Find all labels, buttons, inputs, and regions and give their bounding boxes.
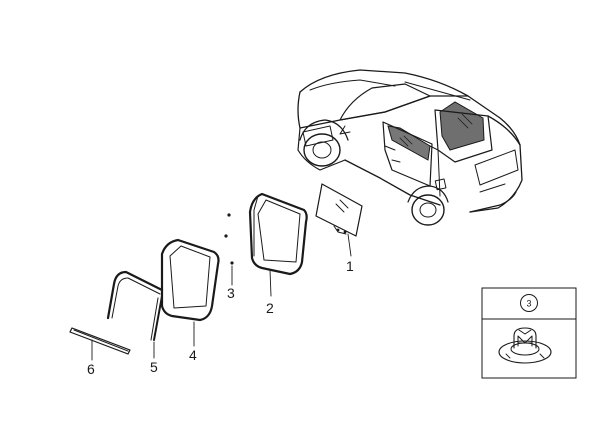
clips-part <box>224 213 234 286</box>
division-channel-part <box>106 270 164 359</box>
rear-door-glass <box>439 101 485 151</box>
glass-run-channel-part <box>248 192 308 297</box>
callout-6: 6 <box>87 361 95 377</box>
inset-callout-number: 3 <box>526 299 531 309</box>
callout-5: 5 <box>150 359 158 375</box>
clip-detail-inset: 3 <box>481 287 577 379</box>
callout-4: 4 <box>189 347 197 363</box>
inset-callout-circle <box>520 294 538 312</box>
door-weatherstrip-part <box>160 238 220 347</box>
clip-icon <box>498 327 552 364</box>
belt-molding-part <box>69 327 131 361</box>
vehicle-illustration <box>297 69 523 226</box>
door-glass-part <box>315 183 363 257</box>
callout-1: 1 <box>346 258 354 274</box>
front-door-glass <box>387 125 431 161</box>
callout-3: 3 <box>227 285 235 301</box>
callout-2: 2 <box>266 300 274 316</box>
